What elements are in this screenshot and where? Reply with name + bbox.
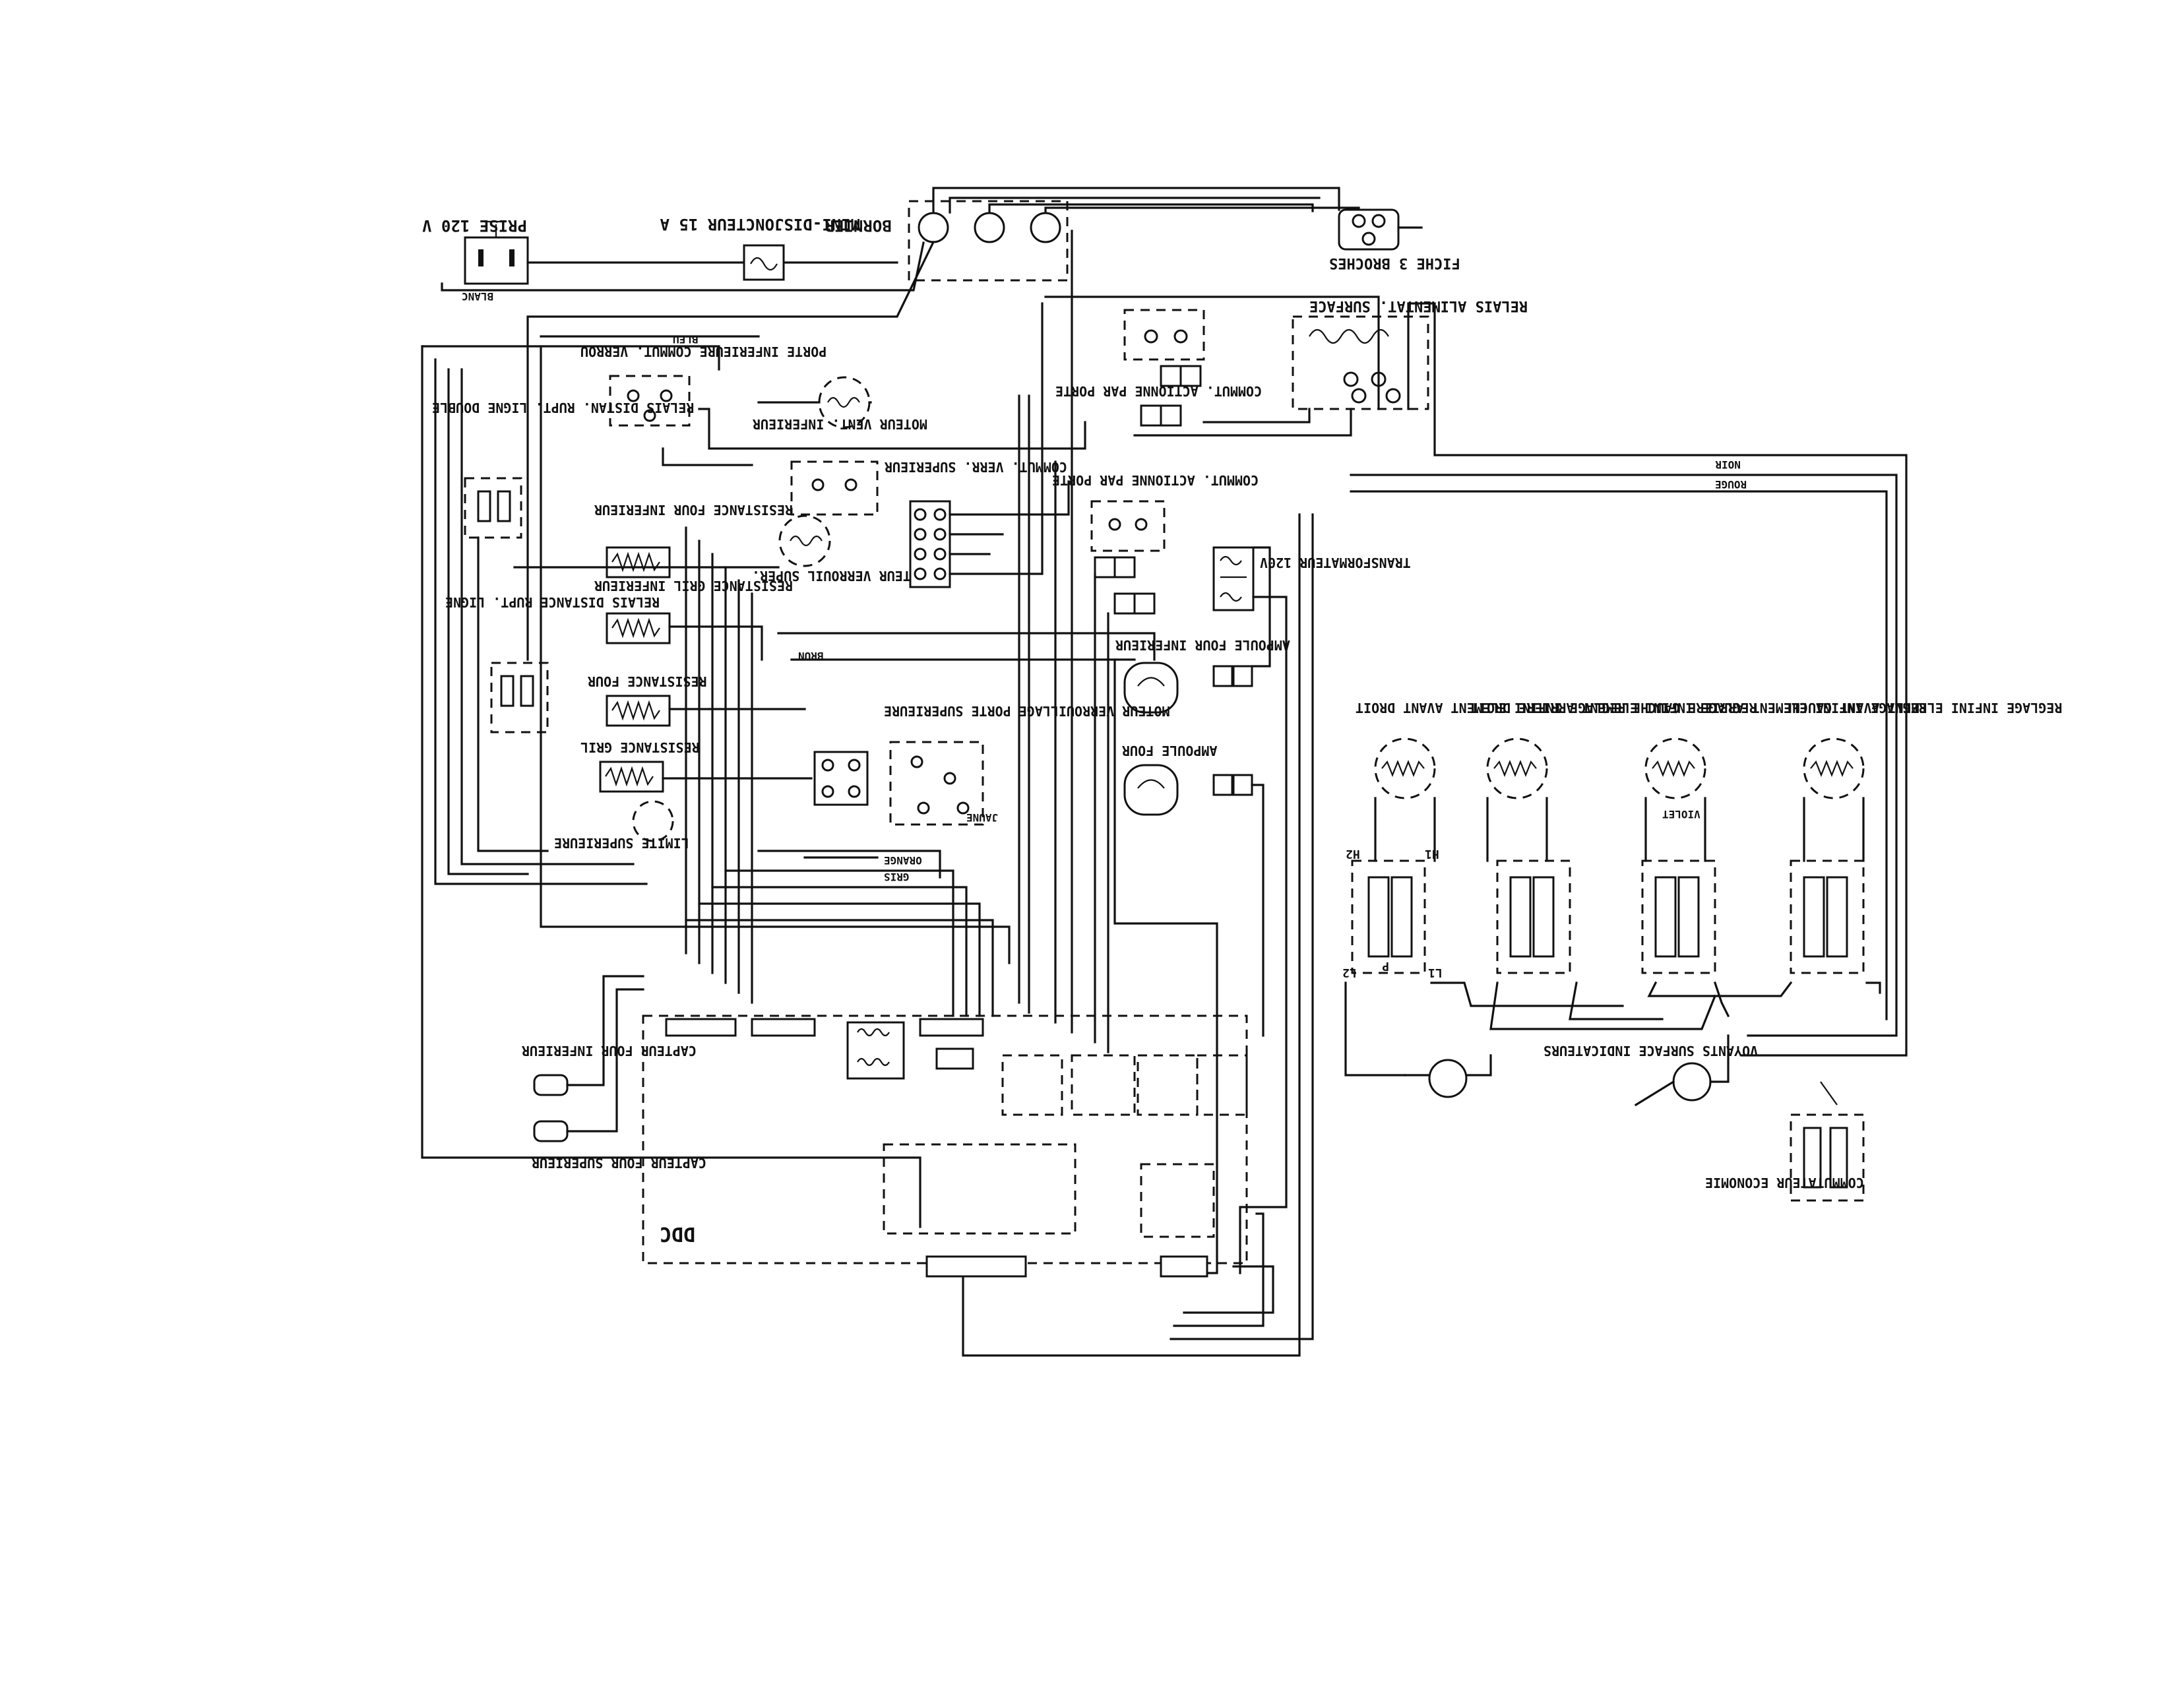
surface-relay: RELAIS ALIMENTAT. SURFACE [1044,296,1908,1057]
wire-tag-gris: GRIS [884,871,910,883]
wire-tag-violet: VIOLET [1662,808,1700,821]
sensor-lower-icon [533,1074,569,1096]
transformer-label: TRANSFORMATEUR 120V [1260,555,1411,571]
res-bake-label: RESISTANCE FOUR [587,673,707,689]
coil-legend-label: COMMUTATEUR ECONOMIE [1705,1175,1864,1191]
wire-tag-blanc: BLANC [462,290,493,303]
sensor-upper-icon [533,1120,569,1142]
fan-motor-label: MOTEUR VENT. INFERIEUR [752,416,927,432]
lamp-upper-label: AMPOULE FOUR [1121,743,1217,759]
sensor-lower-label: CAPTEUR FOUR INFERIEUR [521,1043,697,1059]
door-switch-label: COMMUT. ACTIONNE PAR PORTE [1055,383,1262,399]
terminal-3 [1030,212,1061,243]
limiter-label: LIMITE SUPERIEURE [554,835,689,851]
pin-h2: H2 [1346,847,1360,861]
pin-p: P [1382,959,1389,973]
upper-lock-switch-label: COMMUT. VERR. SUPERIEUR [884,459,1067,475]
wire-color-tags: NOIR ROUGE BLANC BLEU ORANGE GRIS VIOLET… [462,290,1747,883]
pin-l2: L2 [1342,966,1357,980]
oven-components: COMMUT. ACTIONNE PAR PORTE MOTEUR VENT. … [432,309,1411,851]
outlet-icon [464,236,529,285]
elem-3-label: REGLAGE INFINI ELEMENT ARRIERE GAUCHE [1633,700,1927,716]
res-broil-label: RESISTANCE GRIL [580,739,700,755]
relay-dl1-label: RELAIS DISTAN. RUPT. LIGNE DOUBLE [432,400,694,416]
elem-1-label: REGLAGE INFINI ELEMENT AVANT DROIT [1356,700,1625,716]
res-broil-lower-label: RESISTANCE GRIL INFERIEUR [594,578,793,594]
elem-4-label: REGLAGE INFINI ELEMENT AVANT GAUCHE [1784,700,2062,716]
terminal-block [908,200,1069,282]
terminal-block-label: BORNIER [825,216,892,235]
lock-motor-icon [778,514,831,567]
wire-tag-jaune: JAUNE [966,811,998,824]
door-switch-2-label: COMMUT. ACTIONNE PAR PORTE [1052,472,1259,488]
outlet-label: PRISE 120 V [422,216,527,235]
surface-indicator-label: VOYANTS SURFACE INDICATEURS [1544,1043,1758,1059]
wire-tag-bleu: BLEU [673,333,699,346]
lock-motor-label: MOTEUR VERROUIL SUPER. [752,568,927,584]
supply-relay-label: RELAIS ALIMENTAT. SURFACE [1309,297,1528,314]
lamp-lower-label: AMPOULE FOUR INFERIEUR [1115,637,1290,653]
indicator-lamp-2 [1672,1062,1712,1102]
res-lower-label: RESISTANCE FOUR INFERIEUR [594,502,793,518]
ddc-board: DDC [642,1014,1248,1278]
breaker-label: MINI-DISJONCTEUR 15 A [660,215,860,234]
ddc-label: DDC [660,1222,695,1245]
sensors: CAPTEUR FOUR INFERIEUR CAPTEUR FOUR SUPE… [521,975,706,1171]
terminal-1 [918,212,949,243]
wire-tag-rouge: ROUGE [1715,478,1747,491]
pin-h1: H1 [1425,847,1439,861]
elem-2-label: REGLAGE INFINI ELEMENT ARRIERE DROIT [1471,700,1757,716]
wire-tag-orange: ORANGE [884,854,922,867]
wire-tag-brun: BRUN [798,650,824,662]
pin-l1: L1 [1428,966,1443,980]
resistances: RESISTANCE FOUR INFERIEUR RESISTANCE GRI… [580,502,793,793]
wire-harness [421,230,1314,1357]
pin-labels: H2 H1 L2 L1 P [1342,847,1443,980]
lock-motor-lower-label: MOTEUR VERROUILLAGE PORTE SUPERIEURE [884,703,1170,719]
relay-dl2-label: RELAIS DISTANCE RUPT. LIGNE [445,594,660,610]
limiter-icon [632,800,674,842]
terminal-2 [974,212,1005,243]
wire-tag-noir: NOIR [1715,458,1741,471]
sensor-upper-label: CAPTEUR FOUR SUPERIEUR [531,1155,706,1171]
ddc-outline [642,1014,1248,1264]
plug-label: FICHE 3 BROCHES [1329,255,1460,271]
supply-section: PRISE 120 V MINI-DISJONCTEUR 15 A BORNIE… [422,187,1460,661]
surface-elements: REGLAGE INFINI ELEMENT AVANT DROIT REGLA… [1344,700,2062,1202]
indicator-lamp-1 [1428,1059,1468,1098]
